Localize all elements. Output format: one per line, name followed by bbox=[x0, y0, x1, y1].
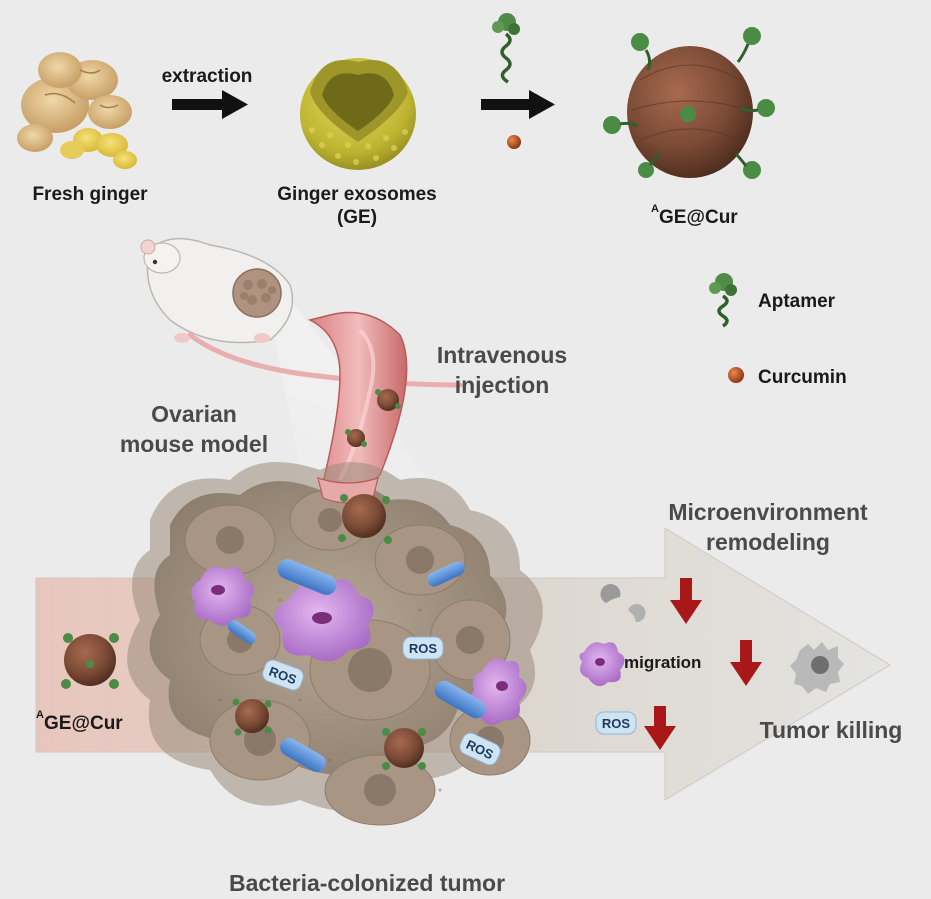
ginger-exosomes-label-line1: Ginger exosomes bbox=[277, 184, 436, 205]
legend-aptamer-label: Aptamer bbox=[758, 291, 836, 312]
blood-vessel bbox=[307, 311, 408, 496]
ros-badge-4: ROS bbox=[595, 711, 637, 735]
mouse-tumor bbox=[232, 268, 282, 318]
ovarian-label-line1: Ovarian bbox=[151, 401, 237, 427]
down-arrow-ros bbox=[644, 706, 676, 750]
intravenous-label-line2: injection bbox=[455, 372, 550, 398]
age-cur-left-label: GE@Cur bbox=[44, 713, 123, 734]
down-arrow-bacteria bbox=[670, 578, 702, 624]
vessel-particle-2 bbox=[345, 429, 367, 447]
ros-label-4: ROS bbox=[602, 716, 631, 731]
age-cur-left-superscript: A bbox=[36, 709, 44, 721]
loading-arrow bbox=[481, 90, 555, 119]
bacteria-rods bbox=[227, 559, 486, 772]
legend-curcumin-icon bbox=[728, 367, 744, 383]
aptamer-icon-top bbox=[492, 13, 520, 84]
age-cur-particle-top bbox=[603, 27, 775, 179]
vessel-particle-1 bbox=[375, 389, 401, 411]
macrophage-2 bbox=[274, 579, 374, 662]
legend-curcumin-label: Curcumin bbox=[758, 367, 847, 388]
intravenous-label-line1: Intravenous bbox=[437, 342, 567, 368]
extraction-label: extraction bbox=[162, 66, 253, 87]
tumor-particle-3 bbox=[382, 728, 426, 770]
migration-label: migration bbox=[624, 653, 701, 672]
ros-badge-1: ROS bbox=[262, 659, 304, 691]
age-cur-particle-left bbox=[61, 633, 119, 689]
tumor-particle-1 bbox=[338, 494, 392, 544]
ovarian-label-line2: mouse model bbox=[120, 431, 268, 457]
age-cur-top-label: GE@Cur bbox=[659, 207, 738, 228]
curcumin-icon-top bbox=[507, 135, 521, 149]
microenvironment-label-line1: Microenvironment bbox=[668, 499, 868, 525]
fresh-ginger-label: Fresh ginger bbox=[32, 184, 148, 205]
bacteria-fragment-icon bbox=[600, 584, 646, 623]
age-cur-top-superscript: A bbox=[651, 203, 659, 215]
tumor-killing-label: Tumor killing bbox=[760, 717, 903, 743]
tumor-particle-2 bbox=[232, 698, 272, 736]
macrophage-1 bbox=[191, 566, 254, 627]
ginger-exosomes-label-line2: (GE) bbox=[337, 207, 377, 228]
microenvironment-label-line2: remodeling bbox=[706, 529, 830, 555]
legend-aptamer-icon bbox=[709, 273, 737, 328]
ros-badge-2: ROS bbox=[402, 636, 444, 660]
extraction-arrow bbox=[172, 90, 248, 119]
down-arrow-migration bbox=[730, 640, 762, 686]
migration-macrophage-icon bbox=[579, 642, 625, 687]
ros-label-2: ROS bbox=[409, 641, 438, 656]
tumor-killing-icon bbox=[790, 642, 844, 694]
fresh-ginger-illustration bbox=[17, 52, 137, 169]
ginger-exosome-illustration bbox=[300, 58, 416, 170]
bacteria-tumor-label: Bacteria-colonized tumor bbox=[229, 870, 505, 896]
